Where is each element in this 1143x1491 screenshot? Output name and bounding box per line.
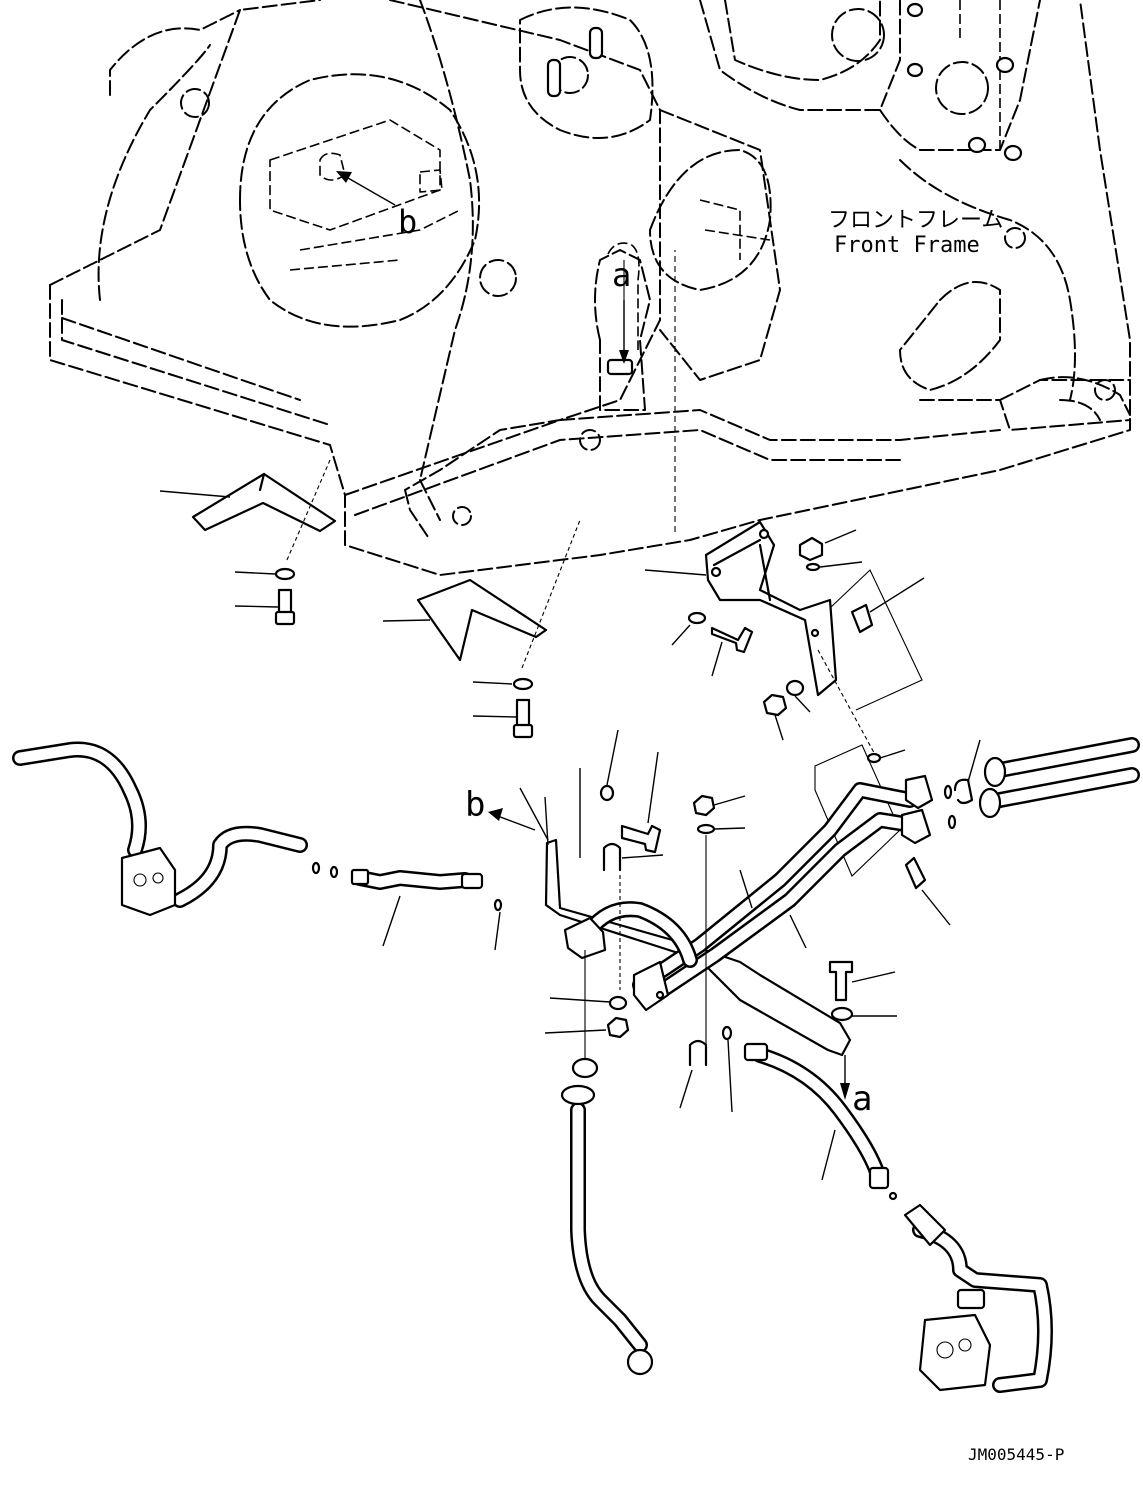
mount-bracket <box>644 250 925 877</box>
front-frame-outline <box>49 0 1131 576</box>
view-mark-b-pipe: b <box>465 785 485 825</box>
view-mark-a-pipe: a <box>852 1079 872 1119</box>
view-mark-b-frame: b <box>398 203 417 241</box>
cover-plate-upper <box>159 459 337 626</box>
drawing-number: JM005445-P <box>968 1445 1064 1464</box>
view-b-marker-frame: b <box>336 171 417 241</box>
view-mark-a-frame: a <box>612 256 631 294</box>
hoses <box>12 737 1140 1393</box>
main-pipe-assembly: b a <box>465 729 981 1119</box>
front-frame-label-jp: フロントフレーム <box>828 208 1003 233</box>
cover-plate-lower <box>382 519 581 739</box>
view-a-marker-frame: a <box>607 242 640 364</box>
front-frame-label-en: Front Frame <box>834 233 980 258</box>
